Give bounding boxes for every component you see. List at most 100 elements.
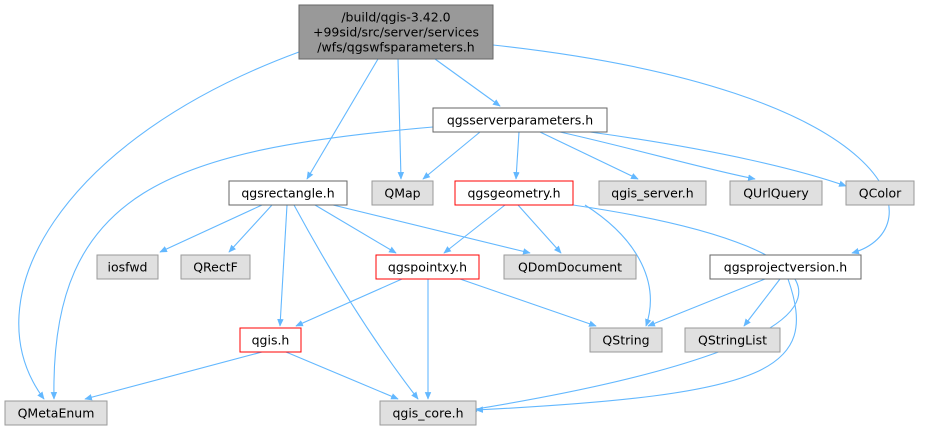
node-label: QStringList [698, 333, 767, 348]
edge-rectangle-to-pointxy [314, 204, 397, 254]
edge-line [492, 44, 890, 255]
edge-line [443, 204, 506, 254]
node-box [96, 254, 159, 280]
edge-line [475, 278, 797, 413]
node-label: iosfwd [108, 260, 148, 275]
node-box [598, 180, 707, 206]
edge-line [434, 58, 501, 107]
edge-line [469, 204, 800, 413]
edge-line [647, 278, 766, 327]
edge-projectversion-to-qstringlist [743, 278, 781, 327]
node-qgis[interactable]: qgis.h [239, 327, 302, 353]
node-rectangle[interactable]: qgsrectangle.h [228, 180, 348, 206]
edge-line [559, 131, 756, 181]
node-box [239, 327, 302, 353]
edge-serverparams-to-geometry [513, 131, 520, 180]
edge-line [84, 351, 263, 401]
node-label: qgis_server.h [611, 186, 693, 201]
node-box [375, 254, 480, 280]
node-label: qgis.h [252, 333, 290, 348]
edge-line [50, 126, 434, 400]
edge-serverparams-to-qgis_server [539, 131, 639, 180]
edge-rectangle-to-qrectf [228, 204, 273, 253]
edge-rectangle-to-qgis_core [293, 204, 419, 400]
edge-rectangle-to-qdomdocument [332, 204, 531, 255]
node-box [298, 4, 494, 60]
node-box [454, 180, 574, 206]
node-qgis_server: qgis_server.h [598, 180, 707, 206]
edge-qgis-to-qmetaenum [84, 351, 263, 401]
node-box [503, 254, 637, 280]
node-box [371, 180, 434, 206]
node-qdomdocument: QDomDocument [503, 254, 637, 280]
edge-root-to-qmap [397, 58, 405, 180]
node-qcolor: QColor [845, 180, 915, 206]
edge-projectversion-to-qgis_core [475, 278, 797, 413]
edge-line [285, 351, 399, 400]
edge-line [513, 131, 520, 180]
node-label: qgis_core.h [392, 406, 463, 421]
edge-serverparams-to-qmap [422, 131, 481, 180]
node-label: qgsprojectversion.h [724, 260, 847, 275]
edge-line [159, 204, 263, 253]
node-label: QMap [384, 186, 420, 201]
node-qmap: QMap [371, 180, 434, 206]
node-qgis_core: qgis_core.h [379, 400, 477, 426]
edge-root-to-rectangle [306, 58, 379, 180]
edge-line [422, 131, 481, 180]
edge-root-to-projectversion [492, 44, 890, 255]
node-label: qgsserverparameters.h [447, 113, 593, 128]
node-root[interactable]: /build/qgis-3.42.0+99sid/src/server/serv… [298, 4, 494, 60]
edge-line [584, 204, 652, 327]
node-box [589, 327, 663, 353]
node-label: +99sid/src/server/services [313, 25, 479, 40]
edge-line [517, 204, 562, 254]
node-box [4, 400, 108, 426]
edge-serverparams-to-qmetaenum [50, 126, 434, 400]
node-qrectf: QRectF [180, 254, 251, 280]
node-box [432, 107, 608, 133]
edge-geometry-to-pointxy [443, 204, 506, 254]
edge-line [277, 204, 288, 327]
node-pointxy[interactable]: qgspointxy.h [375, 254, 480, 280]
node-label: QDomDocument [518, 260, 622, 275]
edge-geometry-to-qdomdocument [517, 204, 562, 254]
edge-rectangle-to-iosfwd [159, 204, 263, 253]
node-label: qgsgeometry.h [467, 186, 560, 201]
edge-qgis-to-qgis_core [285, 351, 399, 400]
edge-projectversion-to-qstring [647, 278, 766, 327]
node-iosfwd: iosfwd [96, 254, 159, 280]
node-box [845, 180, 915, 206]
edge-serverparams-to-qurlquery [559, 131, 756, 181]
node-label: QMetaEnum [18, 406, 95, 421]
node-label: qgsrectangle.h [241, 186, 334, 201]
node-geometry[interactable]: qgsgeometry.h [454, 180, 574, 206]
node-label: QRectF [193, 260, 238, 275]
edge-root-to-qmetaenum [18, 51, 300, 400]
edges [18, 44, 890, 413]
edge-rectangle-to-qgis [277, 204, 288, 327]
node-box [729, 180, 823, 206]
node-box [180, 254, 251, 280]
edge-line [539, 131, 639, 180]
edge-line [314, 204, 397, 254]
node-label: QString [602, 333, 649, 348]
node-box [709, 254, 862, 280]
node-label: /wfs/qgswfsparameters.h [317, 40, 474, 55]
node-qstring: QString [589, 327, 663, 353]
edge-line [306, 58, 379, 180]
node-box [228, 180, 348, 206]
node-qstringlist: QStringList [684, 327, 781, 353]
edge-pointxy-to-qstring [459, 278, 597, 327]
edge-root-to-serverparams [434, 58, 501, 107]
edge-line [295, 278, 403, 327]
edge-line [397, 58, 405, 180]
node-projectversion[interactable]: qgsprojectversion.h [709, 254, 862, 280]
node-box [684, 327, 781, 353]
edge-line [459, 278, 597, 327]
node-serverparams[interactable]: qgsserverparameters.h [432, 107, 608, 133]
edge-line [228, 204, 273, 253]
edge-line [589, 131, 847, 187]
node-label: qgspointxy.h [388, 260, 467, 275]
